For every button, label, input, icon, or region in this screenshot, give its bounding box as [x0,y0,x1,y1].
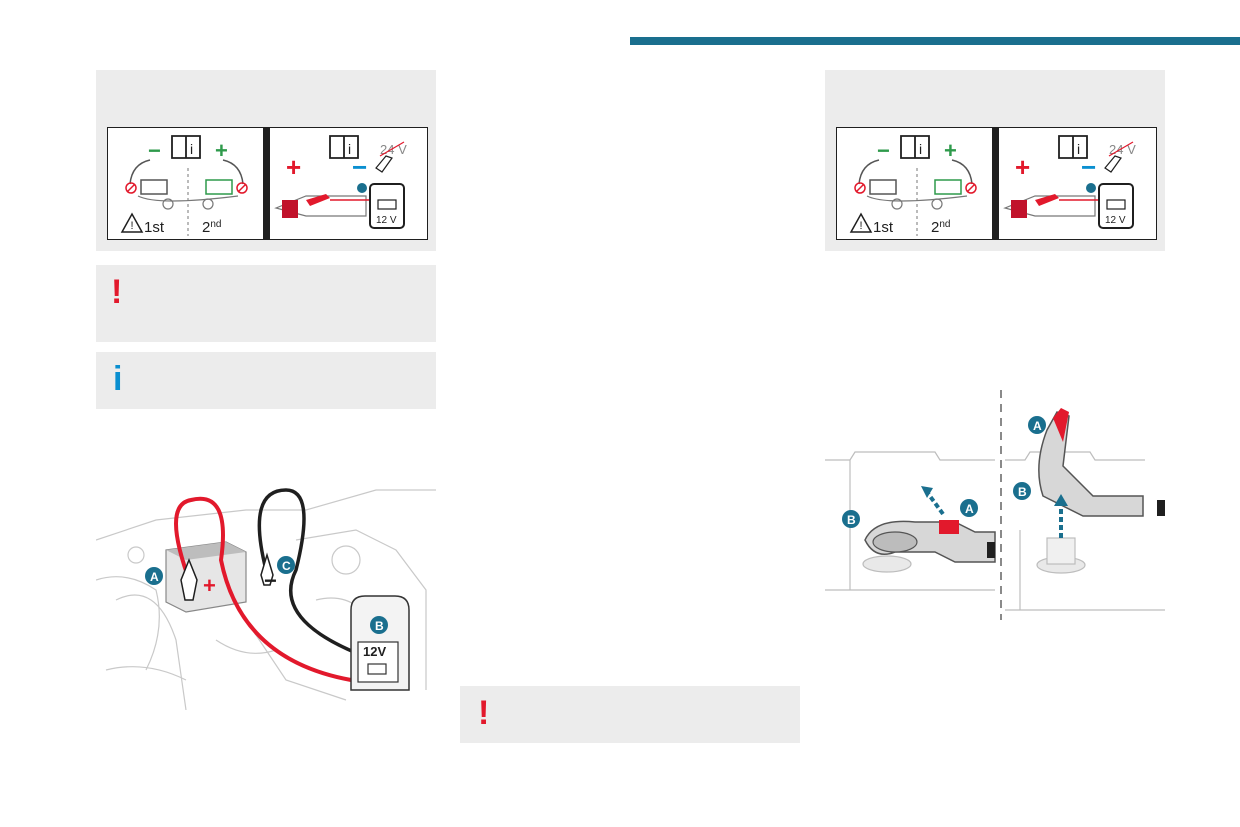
minus-sign: − [1081,152,1096,182]
callout-badge-c-label: C [282,559,291,573]
callout-badge-b-label: B [1018,485,1027,499]
callout-badge-a-label: A [1033,419,1042,433]
jump-clamp-icon [274,155,393,218]
negative-jump-cable [257,488,407,672]
warning-triangle-icon: ! [849,212,873,233]
battery-label-graphic: − + i ! 1st 2nd [849,128,1136,239]
battery-label-graphic: − + i ! 1st 2nd [120,128,407,239]
voltage-24-label: 24 V [1109,142,1136,157]
voltage-12-label: 12 V [376,215,397,226]
booster-voltage-label: 12V [363,644,386,659]
warning-notice-left: ! [96,265,436,342]
callout-badge-b [370,616,388,634]
manual-book-icon: i [1058,135,1088,159]
battery-label-card: − + i ! 1st 2nd [107,127,428,240]
engine-outline [95,489,436,711]
callout-badge-c [277,556,295,574]
arrow-head-icon [1054,494,1068,506]
callout-badge-a-label: A [965,502,974,516]
svg-text:i: i [190,141,193,157]
manual-book-icon: i [329,135,359,159]
svg-text:!: ! [131,220,134,232]
battery-label-card: − + i ! 1st 2nd [836,127,1157,240]
engine-bay-illustration: + − 12V A B C [95,480,436,711]
booster-pack-icon: 12 V [1098,183,1134,229]
callout-badge-a-label: A [150,570,159,584]
svg-text:i: i [348,141,351,157]
callout-badge-b [842,510,860,528]
jump-clamp-icon [1003,155,1122,218]
arrow-head-icon [921,486,933,498]
callout-badge-b-label: B [375,619,384,633]
booster-pack-icon: 12 V [369,183,405,229]
svg-text:!: ! [860,220,863,232]
minus-sign: − [148,138,161,163]
manual-book-icon: i [900,135,930,159]
plus-sign: + [1015,152,1030,182]
battery-icon [869,179,962,195]
plus-sign: + [944,138,957,163]
section-accent-bar [630,37,1240,45]
warning-triangle-icon: ! [120,212,144,233]
info-notice-left: i [96,352,436,409]
terminal-clamp-illustration: B A A B [825,390,1165,620]
svg-text:i: i [1077,141,1080,157]
minus-sign: − [352,152,367,182]
warning-notice-middle: ! [460,686,800,743]
battery-label-panel-left: − + i ! 1st 2nd [96,70,436,251]
callout-badge-a [1028,416,1046,434]
first-step-label: 1st [873,219,894,236]
plus-sign: + [286,152,301,182]
manual-book-icon: i [171,135,201,159]
positive-terminal-sign: + [203,573,216,598]
voltage-12-label: 12 V [1105,215,1126,226]
callout-badge-b [1013,482,1031,500]
positive-jump-cable [174,496,352,682]
jump-clamp-icon [1038,408,1165,517]
first-step-label: 1st [144,219,165,236]
voltage-24-label: 24 V [380,142,407,157]
plus-sign: + [215,138,228,163]
battery-label-panel-right: − + i ! 1st 2nd [825,70,1165,251]
second-step-label: 2nd [202,219,221,236]
minus-sign: − [877,138,890,163]
info-icon: i [113,360,123,398]
open-arrow [925,490,945,516]
exclamation-icon: ! [478,694,490,732]
engine-jumpstart-graphic: + − 12V A B C [95,488,436,711]
svg-text:i: i [919,141,922,157]
battery-icon [1005,451,1165,611]
jump-clamp-icon [864,520,996,563]
exclamation-icon: ! [111,273,123,311]
negative-ground-sign: − [264,568,277,593]
jump-clamp-icon [180,552,274,601]
callout-badge-a [960,499,978,517]
battery-icon [140,179,233,195]
callout-badge-a [145,567,163,585]
callout-badge-b-label: B [847,513,856,527]
terminal-clamp-graphic: B A A B [825,390,1165,620]
booster-pack-icon: 12V [350,595,410,691]
second-step-label: 2nd [931,219,950,236]
